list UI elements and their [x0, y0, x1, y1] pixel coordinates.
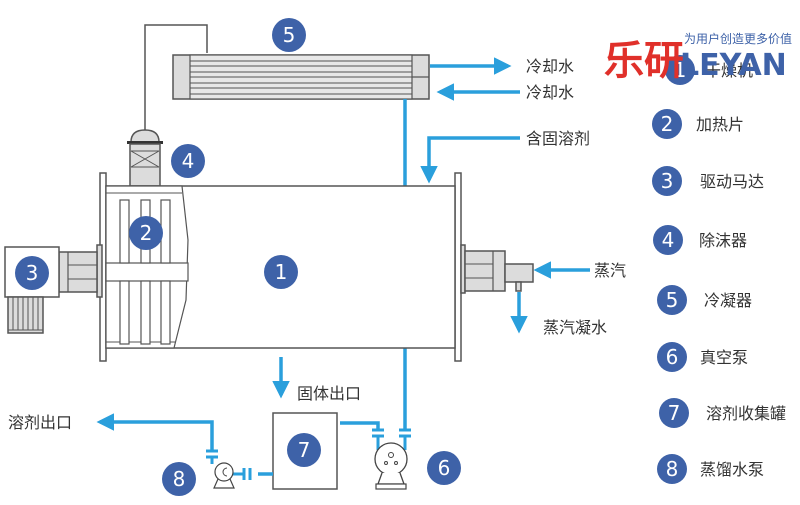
- tank-to-vacuum-pump-pipe: [340, 421, 380, 430]
- legend: 1 干燥机 2 加热片 3 驱动马达 4 除沫器 5 冷凝器 6 真空泵 7 溶剂收集罐 8 蒸…: [652, 55, 786, 484]
- svg-text:5: 5: [666, 288, 679, 312]
- svg-text:干燥机: 干燥机: [705, 61, 753, 80]
- svg-text:1: 1: [275, 260, 288, 284]
- svg-text:3: 3: [26, 261, 39, 285]
- badge-vacuum-pump: 6: [427, 451, 461, 485]
- badge-distilled-water-pump: 8: [162, 462, 196, 496]
- badge-motor: 3: [15, 256, 49, 290]
- legend-item: 5 冷凝器: [657, 285, 752, 315]
- distilled-water-pump: [206, 449, 252, 489]
- svg-text:3: 3: [661, 169, 674, 193]
- vacuum-pump: [372, 428, 411, 490]
- legend-item: 6 真空泵: [657, 342, 748, 372]
- svg-text:1: 1: [674, 58, 687, 82]
- logo-cn: 乐研: [604, 38, 684, 84]
- svg-text:加热片: 加热片: [696, 115, 744, 134]
- svg-text:6: 6: [438, 456, 451, 480]
- steam-joint: [460, 244, 534, 294]
- badge-demister: 4: [171, 144, 205, 178]
- svg-text:6: 6: [666, 345, 679, 369]
- svg-text:2: 2: [140, 221, 153, 245]
- legend-item: 3 驱动马达: [652, 166, 764, 196]
- label-steam-in: 蒸汽: [594, 261, 626, 280]
- badge-dryer: 1: [264, 255, 298, 289]
- legend-item: 7 溶剂收集罐: [659, 398, 786, 428]
- label-solid-outlet: 固体出口: [297, 384, 361, 403]
- drive-motor: [4, 244, 103, 334]
- svg-text:5: 5: [283, 23, 296, 47]
- legend-item: 2 加热片: [652, 109, 744, 139]
- svg-text:驱动马达: 驱动马达: [700, 172, 764, 191]
- svg-text:7: 7: [668, 401, 681, 425]
- label-steam-condensate: 蒸汽凝水: [543, 318, 607, 337]
- label-solvent-outlet: 溶剂出口: [8, 413, 72, 432]
- solvent-outlet-pipe: [96, 413, 214, 451]
- badge-heater: 2: [129, 216, 163, 250]
- svg-text:溶剂收集罐: 溶剂收集罐: [706, 404, 786, 423]
- svg-text:7: 7: [298, 438, 311, 462]
- badge-condenser: 5: [272, 18, 306, 52]
- svg-text:真空泵: 真空泵: [700, 348, 748, 367]
- condenser: [172, 54, 430, 100]
- logo-slogan: 为用户创造更多价值: [684, 31, 792, 46]
- svg-text:除沫器: 除沫器: [699, 231, 747, 250]
- svg-text:冷凝器: 冷凝器: [704, 291, 752, 310]
- svg-text:4: 4: [662, 228, 675, 252]
- vent-line: [144, 24, 208, 130]
- svg-text:蒸馏水泵: 蒸馏水泵: [700, 460, 764, 479]
- svg-text:8: 8: [173, 467, 186, 491]
- solid-solvent-in-pipe: [420, 136, 520, 184]
- badge-collection-tank: 7: [287, 433, 321, 467]
- label-cooling-water-out: 冷却水: [526, 57, 574, 76]
- label-cooling-water-in: 冷却水: [526, 83, 574, 102]
- svg-text:4: 4: [182, 149, 195, 173]
- svg-text:8: 8: [666, 457, 679, 481]
- svg-text:2: 2: [661, 112, 674, 136]
- legend-item: 4 除沫器: [653, 225, 747, 255]
- legend-item: 1 干燥机: [665, 55, 753, 85]
- logo: 乐研 LEYAN 为用户创造更多价值: [604, 31, 792, 84]
- demister: [127, 129, 163, 187]
- logo-en: LEYAN: [680, 48, 787, 83]
- legend-item: 8 蒸馏水泵: [657, 454, 764, 484]
- label-solid-solvent-in: 含固溶剂: [526, 129, 590, 148]
